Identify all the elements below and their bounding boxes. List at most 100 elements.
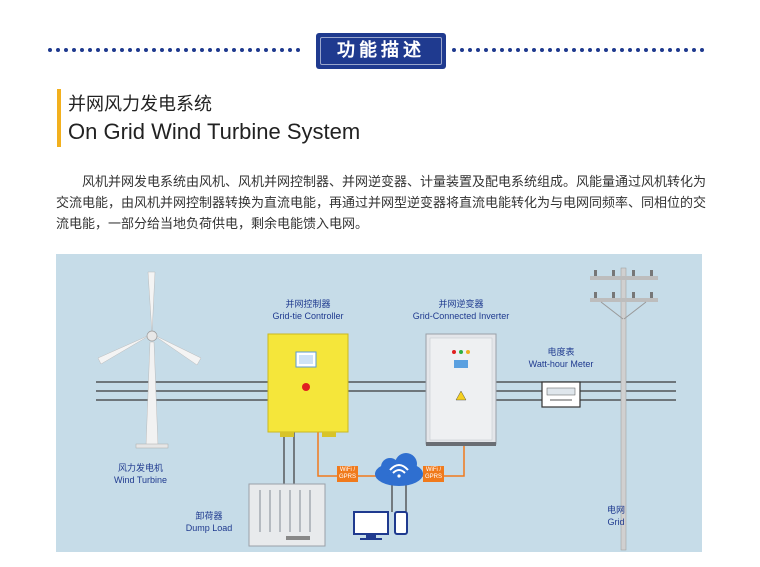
dot	[168, 48, 172, 52]
dot	[232, 48, 236, 52]
dot	[500, 48, 504, 52]
ac-lines-grid	[496, 381, 676, 401]
dot	[128, 48, 132, 52]
wifi-gprs-tag-right-line1: WiFi /	[425, 467, 442, 473]
dot	[192, 48, 196, 52]
dot	[176, 48, 180, 52]
controller-icon	[267, 333, 349, 437]
inverter-label-cn: 并网逆变器	[438, 299, 484, 309]
dot	[604, 48, 608, 52]
controller-label-en: Grid-tie Controller	[272, 311, 344, 321]
dot	[120, 48, 124, 52]
dot	[256, 48, 260, 52]
dot	[152, 48, 156, 52]
section-title-cn: 并网风力发电系统	[68, 94, 212, 115]
title-accent-bar	[57, 89, 61, 147]
turbine-label-cn: 风力发电机	[118, 463, 164, 473]
turbine-label: 风力发电机 Wind Turbine	[114, 462, 167, 486]
controller-label-cn: 并网控制器	[285, 299, 331, 309]
dot	[596, 48, 600, 52]
system-diagram: 风力发电机 Wind Turbine 并网控制器 Grid-tie Contro…	[56, 254, 702, 552]
dot	[492, 48, 496, 52]
dot	[272, 48, 276, 52]
wifi-gprs-tag-left-line1: WiFi /	[339, 467, 356, 473]
dot	[564, 48, 568, 52]
dot	[224, 48, 228, 52]
dot	[72, 48, 76, 52]
grid-label-cn: 电网	[606, 505, 625, 515]
dot	[556, 48, 560, 52]
wifi-gprs-tag-left: WiFi / GPRS	[337, 466, 359, 482]
dot	[288, 48, 292, 52]
dot	[636, 48, 640, 52]
dot	[144, 48, 148, 52]
dot	[56, 48, 60, 52]
grid-label: 电网 Grid	[592, 504, 640, 528]
dot	[588, 48, 592, 52]
diagram-canvas	[96, 267, 676, 551]
dot	[652, 48, 656, 52]
dot	[620, 48, 624, 52]
dot	[580, 48, 584, 52]
dot	[136, 48, 140, 52]
description-paragraph: 风机并网发电系统由风机、风机并网控制器、并网逆变器、计量装置及配电系统组成。风能…	[56, 175, 707, 232]
dot	[668, 48, 672, 52]
dot	[524, 48, 528, 52]
wifi-cloud-icon	[375, 453, 423, 486]
device-links	[391, 482, 407, 512]
utility-pole-icon	[590, 267, 658, 551]
controller-label: 并网控制器 Grid-tie Controller	[258, 298, 358, 322]
dot	[516, 48, 520, 52]
dot	[700, 48, 704, 52]
dot	[112, 48, 116, 52]
dot	[644, 48, 648, 52]
turbine-label-en: Wind Turbine	[114, 475, 168, 485]
dot	[628, 48, 632, 52]
dot	[468, 48, 472, 52]
dot	[660, 48, 664, 52]
dump-load-label-cn: 卸荷器	[195, 511, 223, 521]
section-title-en: On Grid Wind Turbine System	[68, 119, 361, 144]
dot	[692, 48, 696, 52]
dot	[248, 48, 252, 52]
meter-label-cn: 电度表	[547, 347, 575, 357]
meter-label: 电度表 Watt-hour Meter	[518, 346, 604, 370]
dot	[80, 48, 84, 52]
dump-load-label-en: Dump Load	[185, 523, 233, 533]
meter-label-en: Watt-hour Meter	[528, 359, 594, 369]
dot	[48, 48, 52, 52]
dot	[240, 48, 244, 52]
phone-icon	[394, 511, 408, 535]
section-badge: 功能描述	[316, 33, 446, 69]
dump-load-wires	[283, 429, 295, 484]
dot	[508, 48, 512, 52]
dot	[676, 48, 680, 52]
dot	[200, 48, 204, 52]
dot	[548, 48, 552, 52]
dot	[460, 48, 464, 52]
dot	[612, 48, 616, 52]
dot	[184, 48, 188, 52]
header-dots-right	[452, 48, 714, 54]
wifi-gprs-tag-right-line2: GPRS	[425, 474, 443, 480]
inverter-icon	[425, 333, 497, 446]
dump-load-label: 卸荷器 Dump Load	[176, 510, 242, 534]
dot	[64, 48, 68, 52]
dot	[216, 48, 220, 52]
monitor-icon	[353, 511, 389, 540]
dot	[96, 48, 100, 52]
header-dots-left	[48, 48, 310, 54]
dot	[264, 48, 268, 52]
inverter-label: 并网逆变器 Grid-Connected Inverter	[401, 298, 521, 322]
dot	[572, 48, 576, 52]
dot	[452, 48, 456, 52]
grid-label-en: Grid	[607, 517, 625, 527]
dot	[476, 48, 480, 52]
section-badge-label: 功能描述	[337, 40, 425, 61]
wifi-gprs-tag-left-line2: GPRS	[339, 474, 357, 480]
dot	[208, 48, 212, 52]
dot	[540, 48, 544, 52]
dot	[160, 48, 164, 52]
dot	[104, 48, 108, 52]
inverter-label-en: Grid-Connected Inverter	[412, 311, 510, 321]
